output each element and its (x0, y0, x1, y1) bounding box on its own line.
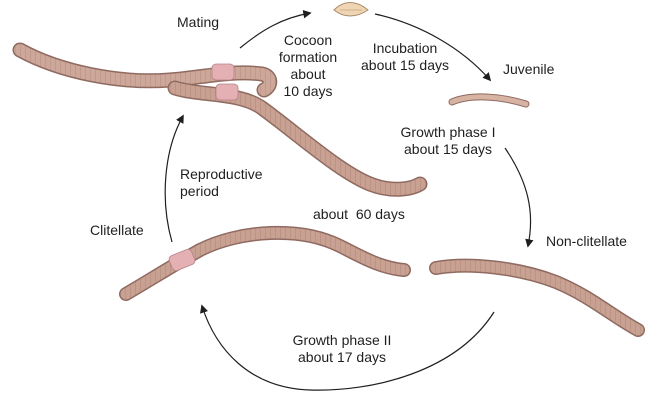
clitellum (168, 248, 196, 272)
label-growth-phase-2: Growth phase II about 17 days (292, 332, 392, 365)
arrow-growth-phase-2 (200, 304, 495, 391)
cocoon-illustration (333, 2, 369, 17)
arrow-growth-phase-1 (504, 147, 534, 248)
label-non-clitellate: Non-clitellate (546, 233, 627, 249)
juvenile-worm-illustration (448, 93, 530, 108)
label-cocoon-formation: Cocoon formation about 10 days (278, 32, 338, 99)
mating-worms-illustration (12, 42, 428, 197)
label-incubation: Incubation about 15 days (361, 40, 449, 73)
label-growth-phase-1: Growth phase I about 15 days (400, 124, 496, 157)
label-mating: Mating (177, 14, 220, 30)
label-reproductive-period: Reproductive period (180, 166, 263, 199)
arrow-mating-to-cocoon (239, 10, 312, 49)
arrow-incubation-to-juvenile (374, 13, 492, 82)
arrow-reproductive-period (164, 114, 184, 243)
label-about-60-days: about 60 days (313, 206, 405, 222)
clitellum-lower (215, 83, 239, 101)
label-clitellate: Clitellate (90, 222, 144, 238)
clitellum-upper (211, 63, 235, 81)
label-juvenile: Juvenile (503, 61, 555, 77)
clitellate-worm-illustration (119, 225, 411, 301)
non-clitellate-worm-illustration (429, 258, 645, 337)
